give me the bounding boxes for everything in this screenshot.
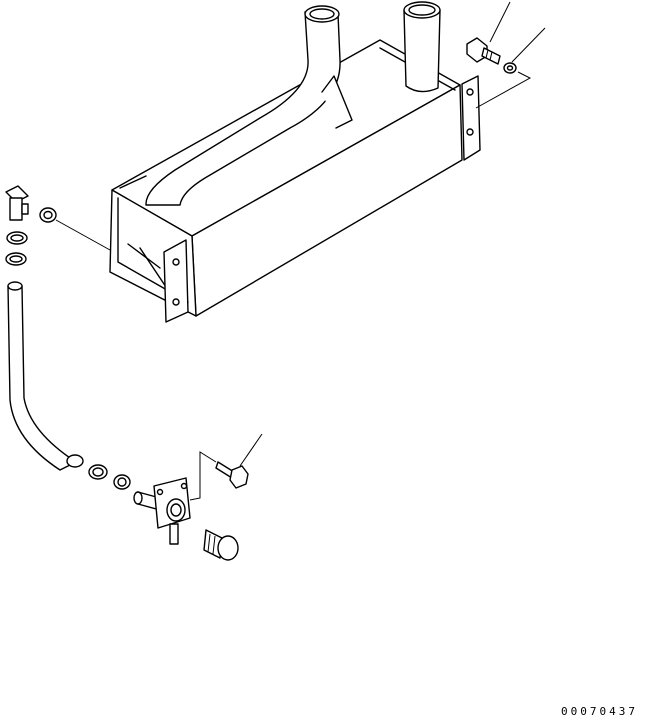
elbow-fitting: [6, 186, 28, 220]
washer-upper: [504, 63, 516, 73]
drain-valve: [134, 478, 190, 544]
bolt-lower: [216, 462, 248, 488]
leader-line: [476, 72, 530, 108]
hose-clamp-2: [6, 253, 26, 265]
hose-clamp-1: [7, 232, 27, 244]
intercooler-body: [110, 40, 462, 316]
leader-line: [240, 434, 262, 466]
drain-plug: [204, 530, 238, 560]
bolt-upper: [467, 38, 500, 64]
drain-hose: [8, 282, 83, 470]
mounting-bracket-right: [462, 76, 480, 160]
outlet-pipe: [404, 2, 440, 92]
leader-line: [56, 220, 110, 250]
nipple-fitting: [40, 208, 56, 222]
leader-line: [490, 2, 510, 42]
hose-clamp-4: [114, 475, 130, 489]
mounting-bracket-left: [164, 240, 188, 322]
leader-line: [512, 28, 545, 62]
drawing-number: 00070437: [561, 705, 638, 718]
inlet-pipe: [146, 6, 352, 205]
leader-line: [190, 452, 216, 500]
hose-clamp-3: [89, 465, 107, 479]
